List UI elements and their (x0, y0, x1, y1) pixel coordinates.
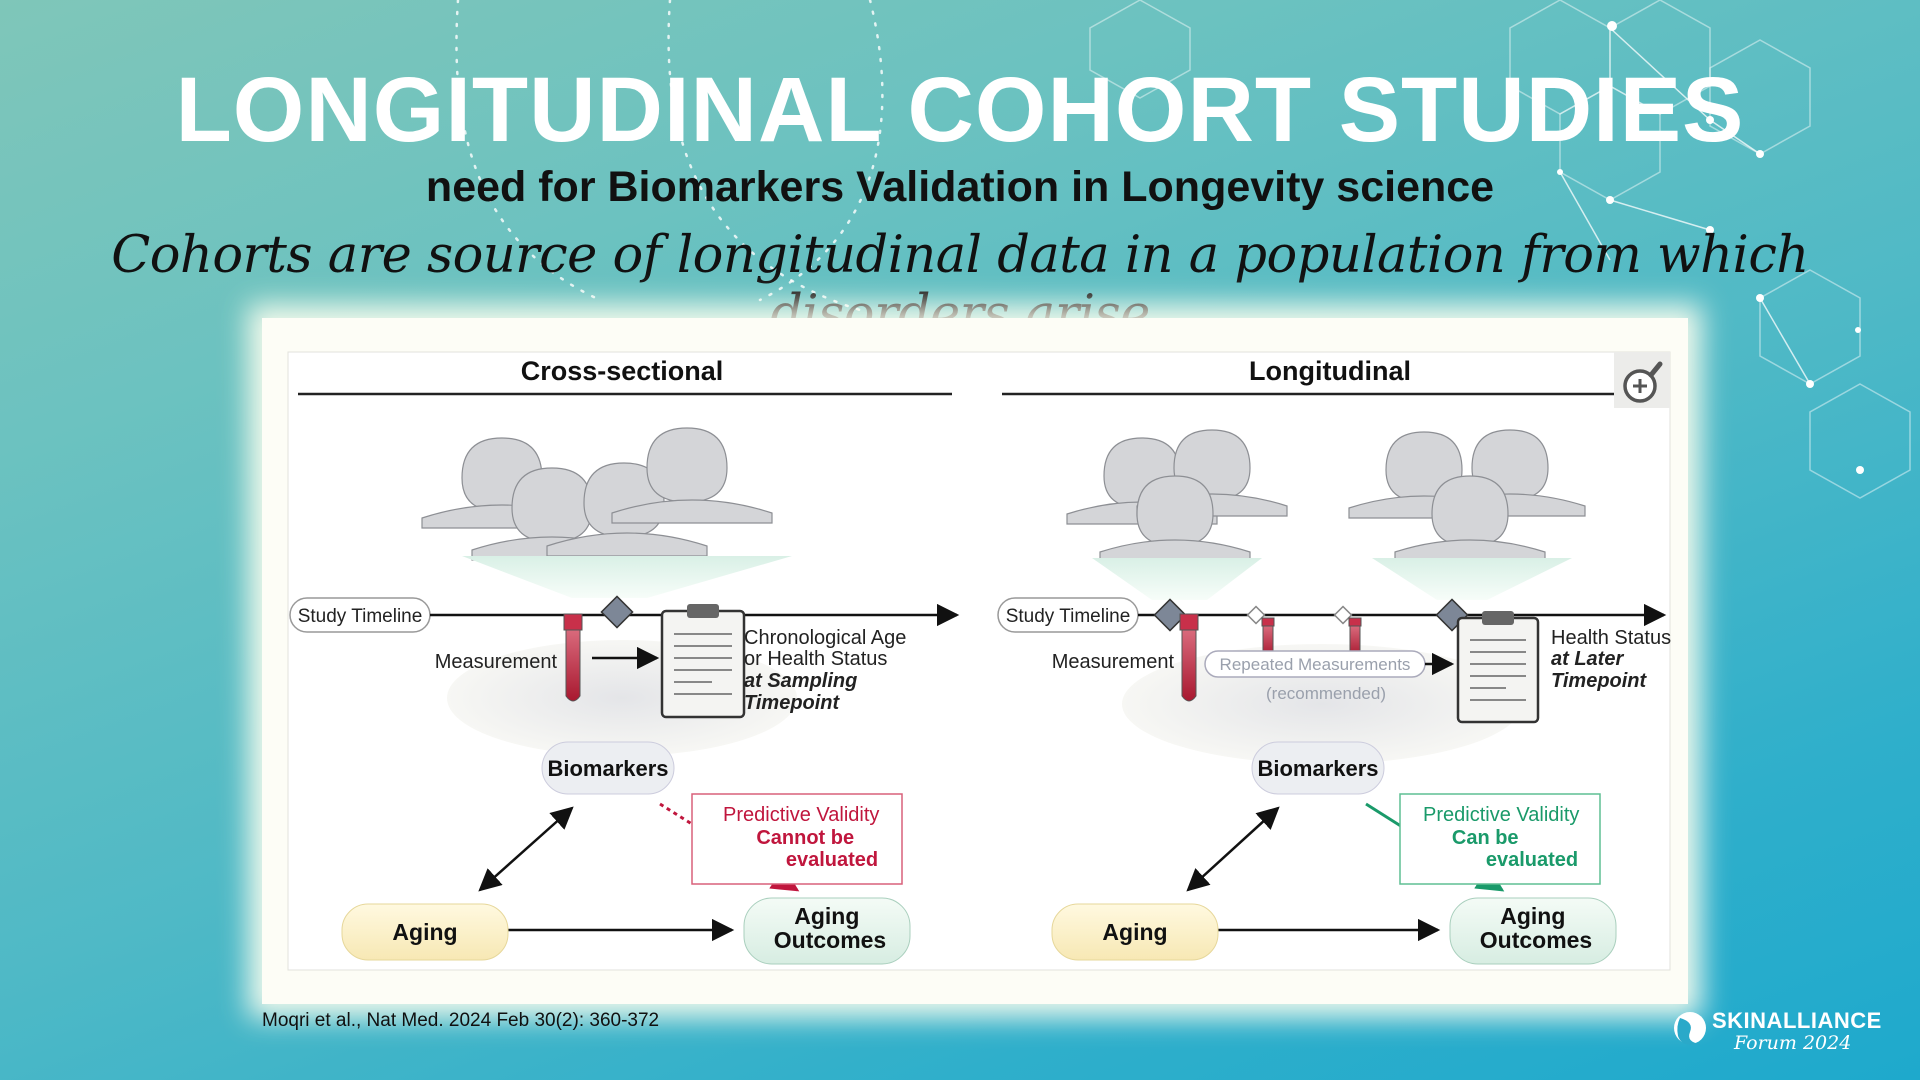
recommended-label: (recommended) (1266, 684, 1386, 703)
long-aging-node: Aging (1102, 919, 1167, 945)
long-result-text: Health Status at Later Timepoint (1551, 627, 1677, 692)
skinalliance-logo-icon (1674, 1012, 1706, 1045)
slide-title: LONGITUDINAL COHORT STUDIES (175, 59, 1745, 161)
long-timeline-label: Study Timeline (1006, 606, 1131, 627)
brand-logo: SKINALLIANCE Forum 2024 (1672, 1004, 1892, 1056)
repeated-tube-icon (1261, 617, 1362, 657)
repeated-measurements-label: Repeated Measurements (1220, 655, 1411, 674)
blood-tube-icon (563, 613, 583, 702)
long-validity-box: Predictive Validity Can be evaluated (1423, 804, 1585, 871)
population-faces-later-icon (1348, 429, 1586, 563)
clipboard-icon (660, 604, 746, 719)
population-faces-baseline-icon (1066, 429, 1288, 563)
slide-tagline: Cohorts are source of longitudinal data … (111, 226, 1809, 344)
cross-outcomes-node: Aging Outcomes (774, 903, 886, 953)
cross-sectional-panel: Cross-sectional Study Timeline (289, 356, 960, 965)
cross-timeline-label: Study Timeline (298, 606, 423, 627)
cross-result-text: Chronological Age or Health Status at Sa… (744, 627, 912, 714)
cross-aging-node: Aging (392, 919, 457, 945)
population-faces-icon (421, 427, 773, 561)
long-biomarkers-node: Biomarkers (1257, 756, 1378, 781)
cross-heading: Cross-sectional (521, 356, 724, 386)
slide-subtitle: need for Biomarkers Validation in Longev… (425, 163, 1495, 211)
longitudinal-panel: Longitudinal (997, 352, 1677, 965)
baseline-timepoint-marker (1153, 598, 1187, 632)
cross-validity-box: Predictive Validity Cannot be evaluated (723, 804, 885, 871)
long-heading: Longitudinal (1249, 356, 1411, 386)
study-design-figure: Cross-sectional Study Timeline (262, 318, 1688, 1004)
long-outcomes-node: Aging Outcomes (1480, 903, 1592, 953)
cross-biomarkers-node: Biomarkers (547, 756, 668, 781)
figure-canvas: Cross-sectional Study Timeline (287, 351, 1677, 971)
blood-tube-icon (1179, 613, 1199, 702)
sampling-timepoint-marker (600, 595, 634, 629)
brand-name: SKINALLIANCE (1712, 1008, 1882, 1033)
clipboard-icon (1456, 611, 1540, 724)
cross-measurement-label: Measurement (435, 651, 558, 673)
zoom-in-icon[interactable] (1614, 352, 1670, 408)
brand-subtitle: Forum 2024 (1734, 1032, 1852, 1054)
long-measurement-label: Measurement (1052, 651, 1175, 673)
citation: Moqri et al., Nat Med. 2024 Feb 30(2): 3… (262, 1010, 660, 1031)
